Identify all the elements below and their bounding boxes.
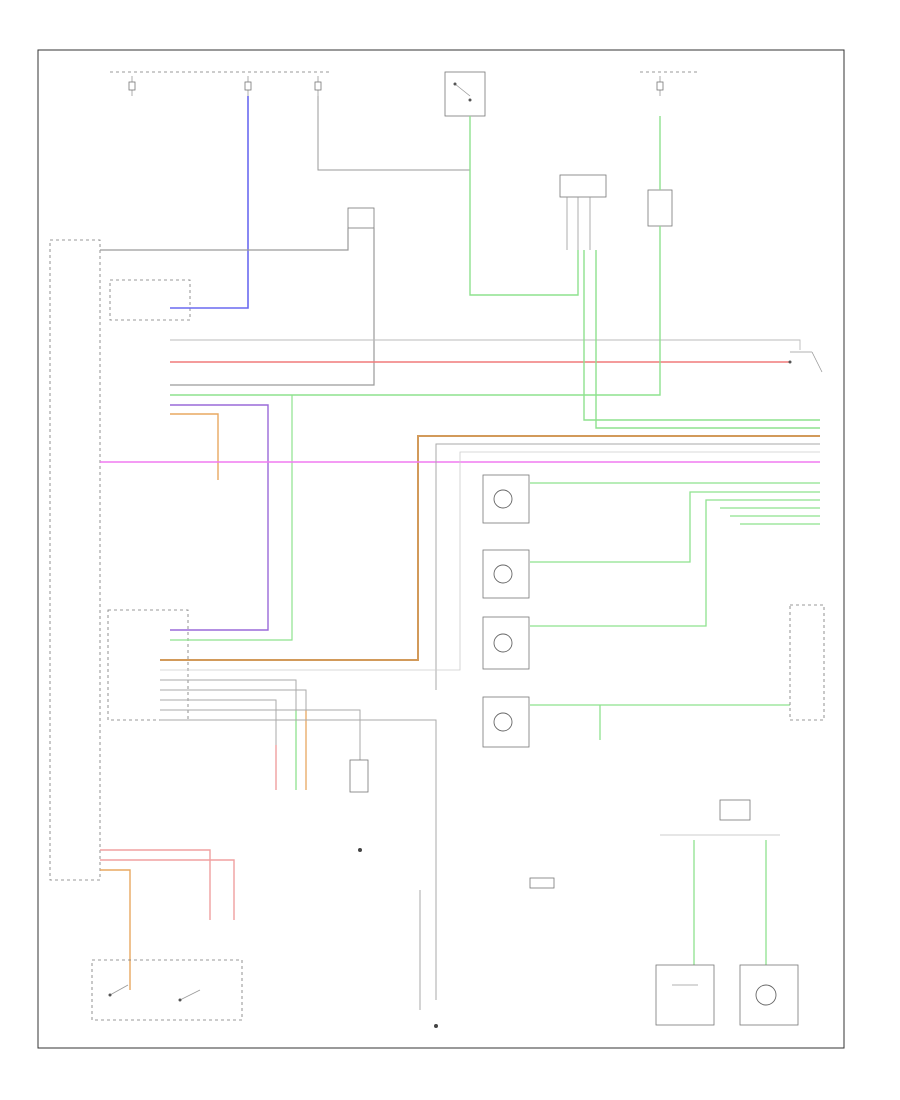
wire-blue (170, 96, 249, 309)
connector-box (789, 604, 825, 721)
switch-sub-box (107, 609, 189, 721)
lamp-icon (482, 549, 530, 599)
wire-purple (170, 404, 269, 631)
diagram-frame (37, 49, 845, 1049)
right-headlamp-icon (739, 964, 799, 1026)
lamp-icon (482, 616, 530, 670)
fuse-icon (244, 76, 252, 96)
fuse-icon (656, 76, 664, 96)
wire-grey (170, 228, 375, 386)
wire-grey (160, 719, 437, 1000)
relay-switch-icon (444, 71, 486, 117)
connector-box (719, 799, 751, 821)
wire-green (170, 395, 293, 641)
wire-grey (170, 339, 801, 350)
wire-green (530, 491, 820, 563)
wire-grey (160, 689, 307, 710)
wire-green (530, 499, 820, 627)
wire-green (583, 250, 820, 421)
fuse-block-top (110, 71, 700, 117)
connector-box (529, 877, 555, 889)
control-unit (49, 239, 101, 881)
wire-orange (170, 413, 219, 480)
door-switch-icon (788, 351, 823, 373)
connector-box (347, 207, 375, 229)
wire-green (595, 250, 820, 429)
wire-green (170, 226, 661, 396)
lamp-icon (482, 474, 530, 524)
headlight-switch-icon (91, 959, 243, 1021)
wire-green (469, 116, 579, 296)
wire-grey (160, 709, 361, 760)
wire-red (100, 859, 235, 920)
wire-grey (160, 699, 277, 745)
wire-grey (160, 451, 820, 671)
left-headlamp-icon (655, 964, 715, 1026)
switch-sub-box (109, 279, 191, 321)
wire-orange-brown (160, 435, 820, 661)
wire-grey (100, 228, 349, 251)
wire-red (100, 849, 211, 920)
fuse-icon (128, 76, 136, 96)
ground-icon (358, 848, 362, 852)
lamp-icon (482, 696, 530, 748)
connector-box (559, 174, 607, 250)
fuse-icon (314, 76, 322, 96)
ground-icon (434, 1024, 438, 1028)
wire-grey (435, 443, 820, 690)
connector-box (349, 759, 369, 793)
wire-orange (100, 869, 131, 990)
dimmer-relay-box (647, 189, 673, 227)
wire-grey (160, 679, 297, 710)
